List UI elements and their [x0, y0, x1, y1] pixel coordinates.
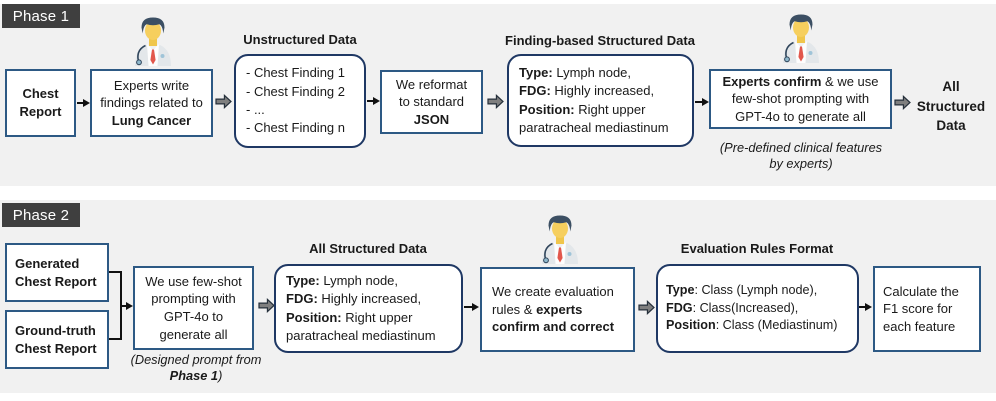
experts-write-box: Experts write findings related to Lung C… — [90, 69, 213, 137]
reformat-box: We reformat to standard JSON — [380, 70, 483, 134]
generated-report-label: Generated Chest Report — [15, 255, 97, 289]
field-label: FDG: — [286, 291, 318, 307]
note-post: ) — [218, 368, 223, 384]
list-item: - Chest Finding 1 — [246, 65, 345, 81]
doctor-icon — [779, 13, 823, 63]
note-bold: Phase 1 — [169, 368, 219, 384]
block-arrow-icon — [638, 300, 655, 315]
experts-write-bold: Lung Cancer — [111, 112, 192, 128]
field-line: FDG: Highly increased, — [519, 82, 682, 100]
evaluation-create-pre: We create evaluation rules & — [492, 284, 614, 317]
experts-confirm-box: Experts confirm & we use few-shot prompt… — [709, 69, 892, 129]
reformat-text: We reformat to standard JSON — [390, 76, 473, 129]
experts-confirm-bold: Experts confirm — [722, 73, 822, 89]
ground-truth-report-label: Ground-truth Chest Report — [15, 322, 97, 356]
note-pre: (Designed prompt from — [130, 352, 262, 367]
arrow-icon — [121, 305, 127, 307]
field-value: : Class (Lymph node), — [694, 282, 818, 297]
field-line: FDG: Class(Increased), — [666, 300, 849, 318]
field-line: Type: Class (Lymph node), — [666, 282, 849, 300]
field-value: Right upper paratracheal mediastinum — [286, 309, 436, 343]
list-item: - Chest Finding n — [246, 120, 345, 136]
field-label: Type — [666, 282, 695, 297]
experts-write-text: Experts write findings related to Lung C… — [99, 77, 204, 130]
field-label: Type: — [519, 64, 553, 80]
block-arrow-icon — [215, 94, 232, 109]
field-label: FDG — [666, 300, 693, 315]
list-item: - ... — [246, 102, 265, 117]
field-value: Right upper paratracheal mediastinum — [519, 101, 669, 135]
arrow-icon — [367, 100, 374, 102]
field-label: FDG: — [519, 83, 551, 99]
field-label: Position: — [286, 309, 342, 325]
evaluation-create-bold: experts confirm and correct — [492, 301, 615, 335]
field-line: Type: Lymph node, — [286, 272, 451, 290]
unstructured-data-title: Unstructured Data — [243, 32, 357, 47]
evaluation-create-text: We create evaluation rules & experts con… — [492, 283, 623, 336]
field-value: Highly increased, — [550, 83, 655, 99]
field-line: Position: Right upper paratracheal media… — [286, 309, 451, 346]
fewshot-prompt-box: We use few-shot prompting with GPT-4o to… — [133, 266, 254, 350]
block-arrow-icon — [258, 298, 275, 313]
field-line: FDG: Highly increased, — [286, 290, 451, 308]
experts-confirm-text: Experts confirm & we use few-shot prompt… — [717, 73, 884, 126]
phase1-label: Phase 1 — [2, 4, 80, 28]
reformat-bold: JSON — [413, 111, 450, 127]
evaluation-rules-title: Evaluation Rules Format — [680, 241, 834, 256]
designed-prompt-note: (Designed prompt from Phase 1) — [121, 352, 271, 385]
chest-report-label: Chest Report — [19, 86, 62, 119]
doctor-icon — [131, 16, 175, 66]
all-structured-output-label: All Structured Data — [916, 79, 986, 134]
predefined-note: (Pre-defined clinical features by expert… — [719, 140, 883, 172]
field-value: Highly increased, — [317, 291, 422, 307]
connector-line — [109, 271, 122, 273]
arrow-icon — [695, 101, 703, 103]
unstructured-data-box: - Chest Finding 1 - Chest Finding 2 - ..… — [234, 54, 366, 148]
calculate-f1-box: Calculate the F1 score for each feature — [873, 266, 981, 352]
ground-truth-report-box: Ground-truth Chest Report — [5, 310, 109, 369]
chest-report-box: Chest Report — [5, 69, 76, 137]
phase2-label: Phase 2 — [2, 203, 80, 227]
generated-report-box: Generated Chest Report — [5, 243, 109, 302]
arrow-icon — [77, 102, 84, 104]
list-item: - Chest Finding 2 — [246, 83, 345, 99]
finding-structured-box: Type: Lymph node, FDG: Highly increased,… — [507, 54, 694, 147]
block-arrow-icon — [487, 94, 504, 109]
field-value: Lymph node, — [552, 64, 632, 80]
field-label: Position — [666, 318, 716, 333]
field-line: Position: Right upper paratracheal media… — [519, 101, 682, 138]
field-label: Position: — [519, 101, 575, 117]
experts-write-pre: Experts write findings related to — [100, 77, 203, 111]
field-value: : Class (Mediastinum) — [715, 318, 838, 333]
field-line: Type: Lymph node, — [519, 64, 682, 82]
field-line: Position: Class (Mediastinum) — [666, 317, 849, 335]
reformat-pre: We reformat to standard — [395, 76, 468, 110]
all-structured-box: Type: Lymph node, FDG: Highly increased,… — [274, 264, 463, 353]
evaluation-rules-create-box: We create evaluation rules & experts con… — [480, 267, 635, 352]
field-value: : Class(Increased), — [692, 300, 799, 315]
arrow-icon — [859, 306, 866, 308]
arrow-icon — [464, 306, 473, 308]
field-label: Type: — [286, 272, 320, 288]
finding-structured-title: Finding-based Structured Data — [505, 33, 695, 48]
all-structured-title: All Structured Data — [309, 241, 427, 256]
doctor-icon — [538, 214, 582, 264]
connector-line — [109, 338, 122, 340]
evaluation-rules-box: Type: Class (Lymph node), FDG: Class(Inc… — [656, 264, 859, 353]
experts-confirm-rest: & we use few-shot prompting with GPT-4o … — [731, 73, 879, 124]
field-value: Lymph node, — [319, 272, 399, 288]
